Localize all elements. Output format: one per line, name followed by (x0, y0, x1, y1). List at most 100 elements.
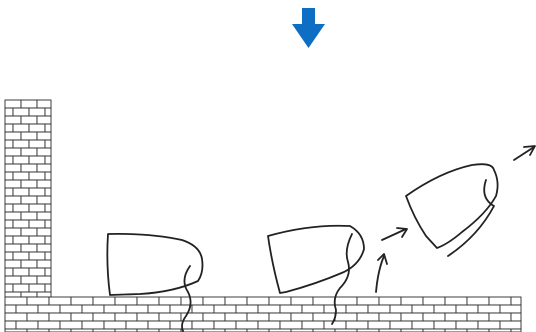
brick (5, 188, 13, 196)
brick (5, 212, 21, 220)
brick (280, 321, 302, 329)
brick (5, 305, 16, 313)
brick (148, 305, 170, 313)
brick (434, 321, 456, 329)
brick (5, 321, 16, 329)
brick (38, 321, 60, 329)
brick (13, 220, 29, 228)
brick (511, 297, 521, 305)
brick (423, 313, 445, 321)
brick (258, 305, 280, 313)
brick (37, 244, 51, 252)
brick (489, 313, 511, 321)
brick (137, 313, 159, 321)
brick (5, 172, 13, 180)
brick (5, 108, 13, 116)
brick (21, 196, 37, 204)
brick (225, 297, 247, 305)
brick (313, 313, 335, 321)
brick (467, 297, 489, 305)
brick (126, 321, 148, 329)
brick (5, 116, 21, 124)
brick (37, 212, 51, 220)
brick (37, 100, 51, 108)
brick (170, 321, 192, 329)
brick (335, 297, 357, 305)
brick (13, 236, 29, 244)
brick (49, 297, 71, 305)
brick (247, 313, 269, 321)
brick (13, 252, 29, 260)
brick (500, 305, 521, 313)
brick (29, 236, 45, 244)
brick (467, 313, 489, 321)
brick (27, 297, 49, 305)
brick (37, 260, 51, 268)
brick (45, 236, 51, 244)
brick (29, 188, 45, 196)
brick (269, 313, 291, 321)
brick (181, 297, 203, 305)
brick (5, 140, 13, 148)
brick (346, 305, 368, 313)
brick (445, 297, 467, 305)
brick (390, 305, 412, 313)
motion-arrow-icon (382, 228, 407, 240)
brick (21, 148, 37, 156)
brick (21, 180, 37, 188)
brick (13, 156, 29, 164)
brick (93, 297, 115, 305)
brick (13, 108, 29, 116)
brick (29, 140, 45, 148)
brick (21, 276, 37, 284)
brick (82, 305, 104, 313)
brick (45, 140, 51, 148)
brick (5, 292, 21, 297)
brick (16, 321, 38, 329)
brick (5, 297, 27, 305)
brick (456, 305, 478, 313)
brick (324, 321, 346, 329)
brick (137, 297, 159, 305)
brick (390, 321, 412, 329)
brick (104, 321, 126, 329)
brick (21, 116, 37, 124)
brick (45, 220, 51, 228)
brick (29, 252, 45, 260)
brick (60, 305, 82, 313)
brick (5, 260, 21, 268)
brick (45, 252, 51, 260)
brick (379, 313, 401, 321)
brick (13, 172, 29, 180)
brick (269, 297, 291, 305)
brick (313, 297, 335, 305)
motion-arrow-icon (376, 254, 387, 292)
brick (5, 268, 13, 276)
brick (346, 321, 368, 329)
brick (21, 228, 37, 236)
brick (5, 164, 21, 172)
brick (45, 108, 51, 116)
brick (37, 180, 51, 188)
brick (203, 297, 225, 305)
brick (71, 313, 93, 321)
brick (192, 305, 214, 313)
brick (368, 305, 390, 313)
brick (29, 268, 45, 276)
brick (29, 172, 45, 180)
brick (258, 321, 280, 329)
brick (5, 236, 13, 244)
brick (49, 313, 71, 321)
brick (379, 297, 401, 305)
brick (291, 297, 313, 305)
brick (5, 156, 13, 164)
brick (5, 228, 21, 236)
brick (203, 313, 225, 321)
brick (5, 252, 13, 260)
brick (27, 313, 49, 321)
brick (214, 321, 236, 329)
brick (13, 124, 29, 132)
brick (45, 204, 51, 212)
brick (38, 305, 60, 313)
brick (5, 244, 21, 252)
